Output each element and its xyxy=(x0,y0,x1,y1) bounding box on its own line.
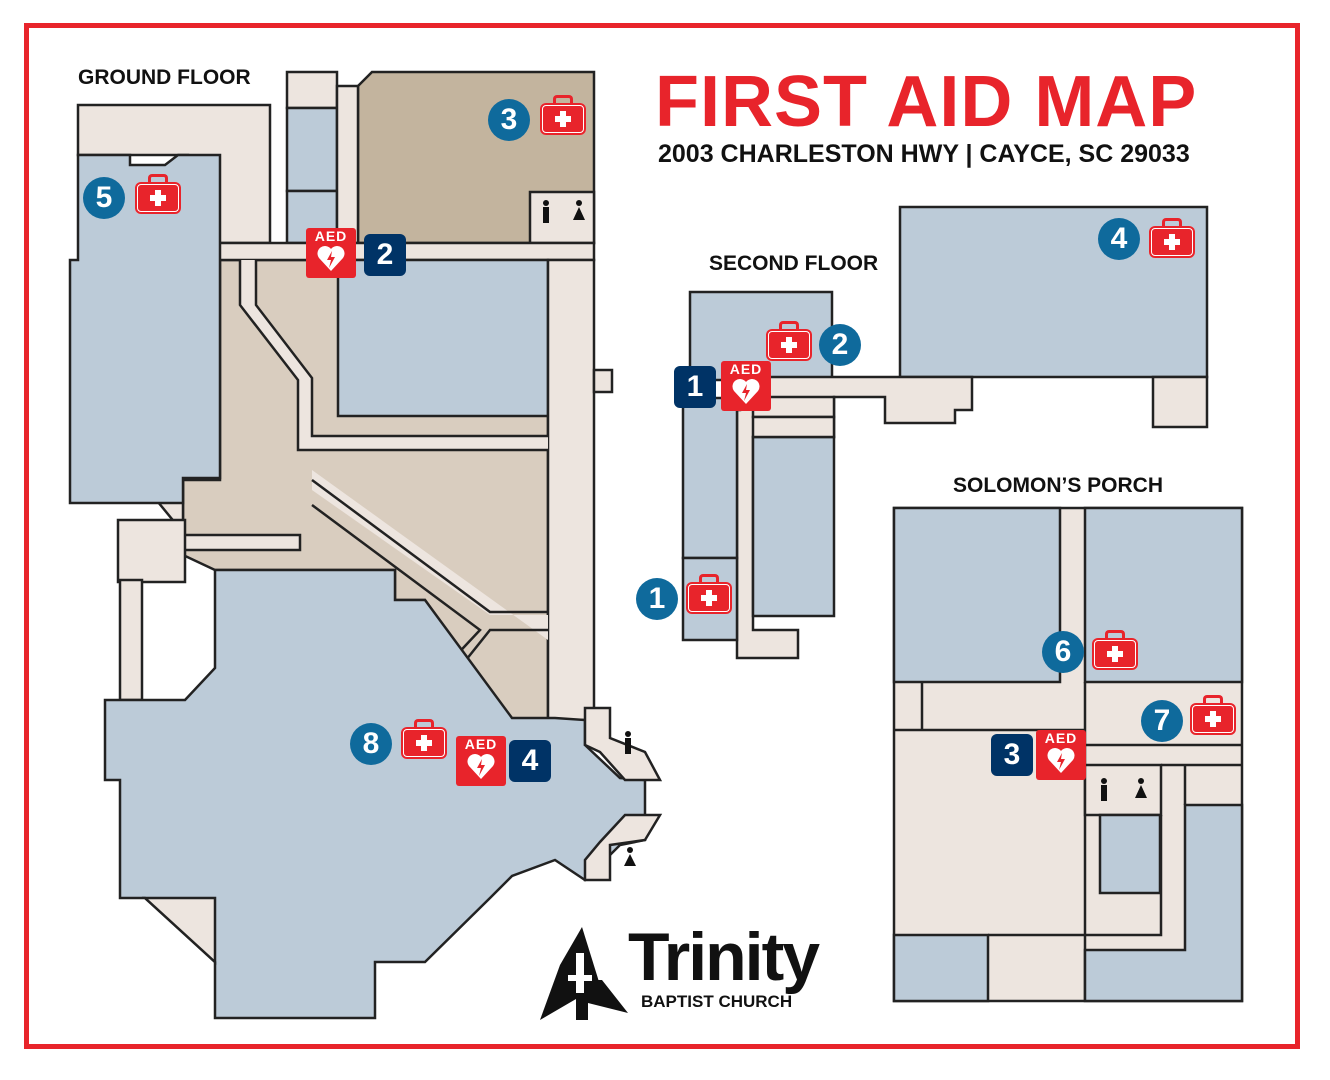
first-aid-number: 6 xyxy=(1042,631,1084,673)
room xyxy=(68,153,222,505)
map-border xyxy=(24,23,1300,1049)
corridor xyxy=(285,70,339,110)
first-aid-kit-icon xyxy=(1149,218,1199,258)
corridor xyxy=(335,84,360,245)
first-aid-kit-icon xyxy=(1190,695,1240,735)
heart-bolt-icon xyxy=(1047,748,1075,773)
heart-bolt-icon xyxy=(317,246,345,271)
corridor xyxy=(118,578,144,702)
aed-number: 4 xyxy=(509,740,551,782)
restroom-icons xyxy=(543,200,1147,866)
corridor xyxy=(141,896,217,965)
corridor xyxy=(116,518,187,584)
room xyxy=(1098,813,1162,895)
first-aid-number: 3 xyxy=(488,99,530,141)
first-aid-number: 2 xyxy=(819,324,861,366)
aed-number: 2 xyxy=(364,234,406,276)
aed-number: 3 xyxy=(991,734,1033,776)
room xyxy=(336,258,550,418)
room xyxy=(285,106,339,193)
first-aid-number: 1 xyxy=(636,578,678,620)
restroom xyxy=(583,813,663,882)
solomons-porch-label: SOLOMON’S PORCH xyxy=(953,474,1164,497)
room xyxy=(751,435,836,618)
trinity-logo-icon xyxy=(540,927,628,1020)
corridor xyxy=(312,470,548,640)
room xyxy=(892,933,990,1003)
aed-icon: AED xyxy=(1036,730,1086,780)
aed-label: AED xyxy=(314,228,348,244)
aed-icon: AED xyxy=(721,361,771,411)
ground-floor-plan xyxy=(68,70,663,1020)
room xyxy=(892,506,1062,684)
aed-label: AED xyxy=(464,736,498,752)
aed-number: 1 xyxy=(674,366,716,408)
restroom xyxy=(751,415,836,439)
heart-bolt-icon xyxy=(732,379,760,404)
first-aid-kit-icon xyxy=(540,95,590,135)
restrooms xyxy=(528,190,596,245)
aed-label: AED xyxy=(1044,730,1078,746)
heart-bolt-icon xyxy=(467,754,495,779)
address: 2003 CHARLESTON HWY | CAYCE, SC 29033 xyxy=(658,140,1190,168)
first-aid-kit-icon xyxy=(686,574,736,614)
restrooms xyxy=(1083,763,1163,817)
solomons-porch-plan xyxy=(892,506,1244,1003)
first-aid-kit-icon xyxy=(766,321,816,361)
first-aid-number: 7 xyxy=(1141,700,1183,742)
first-aid-kit-icon xyxy=(135,174,185,214)
aed-icon: AED xyxy=(456,736,506,786)
corridor xyxy=(546,258,596,722)
stairs xyxy=(1151,375,1209,429)
aed-label: AED xyxy=(729,361,763,377)
logo-subtitle: BAPTIST CHURCH xyxy=(641,992,793,1011)
room xyxy=(1083,803,1244,1003)
second-floor-label: SECOND FLOOR xyxy=(709,252,879,275)
logo-name: Trinity xyxy=(628,919,820,995)
page-title: FIRST AID MAP xyxy=(655,62,1198,142)
corridor xyxy=(592,368,614,394)
first-aid-number: 4 xyxy=(1098,218,1140,260)
room xyxy=(681,396,739,560)
first-aid-number: 8 xyxy=(350,723,392,765)
first-aid-number: 5 xyxy=(83,177,125,219)
restroom xyxy=(583,706,663,782)
first-aid-kit-icon xyxy=(401,719,451,759)
first-aid-kit-icon xyxy=(1092,630,1142,670)
aed-icon: AED xyxy=(306,228,356,278)
ground-floor-label: GROUND FLOOR xyxy=(78,66,251,89)
